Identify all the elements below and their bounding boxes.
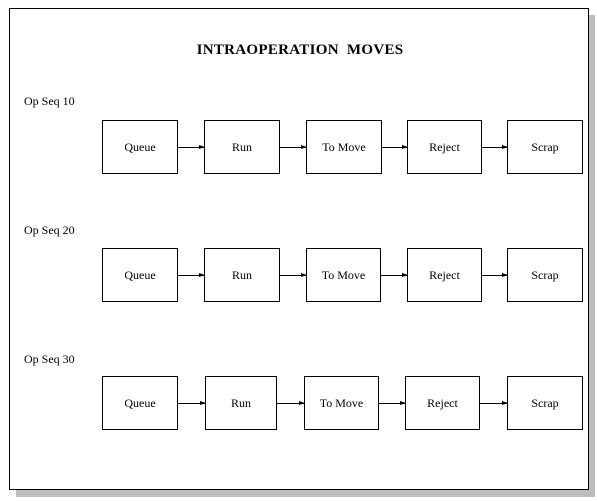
op-seq-label: Op Seq 20 (24, 223, 75, 237)
step-label: Queue (124, 267, 156, 282)
queue-box: Queue (102, 248, 178, 302)
flow-arrow (178, 145, 205, 149)
flow-arrow (280, 145, 307, 149)
reject-box: Reject (405, 376, 480, 430)
reject-box: Reject (407, 248, 482, 302)
run-box: Run (204, 248, 280, 302)
scrap-box: Scrap (507, 376, 583, 430)
flow-arrow (379, 401, 406, 405)
flow-arrow (280, 273, 307, 277)
run-box: Run (205, 376, 277, 430)
op-seq-label: Op Seq 10 (24, 94, 75, 108)
step-label: To Move (321, 267, 366, 282)
queue-box: Queue (102, 376, 178, 430)
step-label: To Move (322, 139, 366, 154)
scrap-box: Scrap (507, 248, 583, 302)
op-seq-label: Op Seq 30 (24, 352, 75, 366)
to-move-box: To Move (306, 248, 381, 302)
step-label: Run (231, 267, 252, 282)
reject-box: Reject (407, 120, 482, 174)
flow-arrow (480, 401, 508, 405)
flow-arrow (178, 273, 205, 277)
step-label: Scrap (531, 267, 559, 282)
flow-arrow (482, 145, 508, 149)
step-label: Scrap (531, 395, 559, 410)
step-label: Queue (124, 395, 156, 410)
flow-arrow (381, 273, 408, 277)
scrap-box: Scrap (507, 120, 583, 174)
step-label: Reject (429, 139, 460, 154)
queue-box: Queue (102, 120, 178, 174)
step-label: Run (230, 395, 251, 410)
step-label: Queue (124, 139, 156, 154)
run-box: Run (204, 120, 280, 174)
step-label: Reject (429, 267, 460, 282)
flow-arrow (178, 401, 206, 405)
diagram-title: INTRAOPERATION MOVES (196, 42, 404, 58)
flow-arrow (382, 145, 408, 149)
to-move-box: To Move (304, 376, 379, 430)
to-move-box: To Move (306, 120, 382, 174)
diagram-frame: INTRAOPERATION MOVES Op Seq 10 Queue Run… (9, 8, 589, 490)
flow-arrow (482, 273, 508, 277)
flow-arrow (277, 401, 305, 405)
step-label: Reject (427, 395, 458, 410)
step-label: Scrap (531, 139, 559, 154)
step-label: To Move (319, 395, 364, 410)
step-label: Run (231, 139, 252, 154)
